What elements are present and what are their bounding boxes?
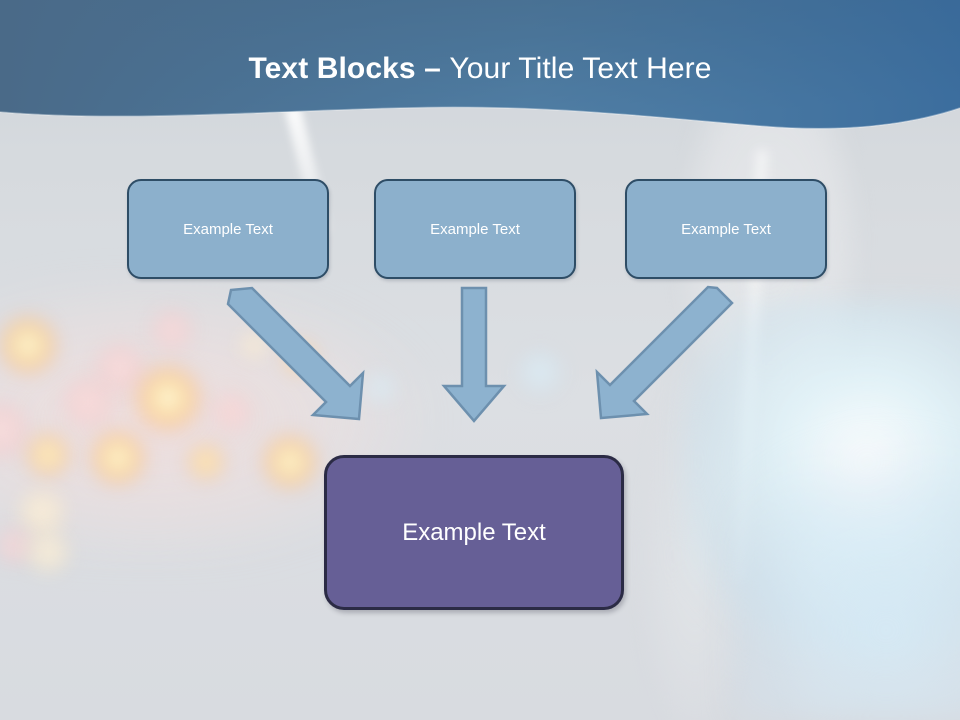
result-text-block[interactable]: Example Text bbox=[324, 455, 624, 610]
result-text-block-label: Example Text bbox=[402, 518, 546, 546]
text-block-1[interactable]: Example Text bbox=[127, 179, 329, 279]
text-block-1-label: Example Text bbox=[183, 220, 273, 238]
page-title-bold: Text Blocks bbox=[248, 52, 425, 85]
page-title-rest: Your Title Text Here bbox=[449, 52, 712, 85]
text-block-2-label: Example Text bbox=[430, 220, 520, 238]
page-title: Text Blocks – Your Title Text Here bbox=[0, 52, 960, 86]
text-block-3[interactable]: Example Text bbox=[625, 179, 827, 279]
text-block-2[interactable]: Example Text bbox=[374, 179, 576, 279]
text-block-3-label: Example Text bbox=[681, 220, 771, 238]
background-right-glow-lower bbox=[730, 420, 960, 720]
header-banner bbox=[0, 0, 960, 140]
page-title-dash: – bbox=[424, 52, 450, 85]
